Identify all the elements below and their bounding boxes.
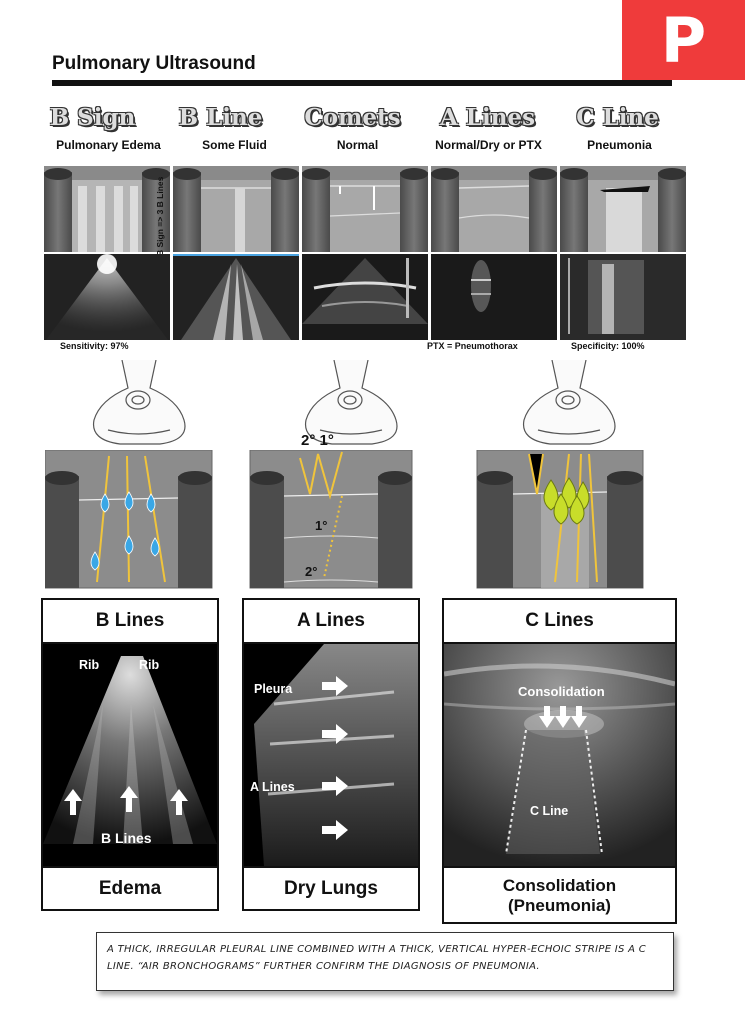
b-sign-vertical-label: B Sign => 3 B Lines bbox=[155, 176, 165, 256]
ultrasound-image-c-lines: Consolidation C Line bbox=[444, 642, 675, 868]
probe-icon-right bbox=[522, 360, 616, 445]
thumb-b-sign bbox=[44, 254, 170, 340]
panel-heading-c-lines: C Lines bbox=[525, 610, 594, 631]
thumb-b-line bbox=[173, 254, 299, 340]
thumb-a-lines bbox=[431, 254, 557, 340]
label-c-line: C Line bbox=[530, 804, 569, 818]
schematic-b-sign bbox=[44, 166, 170, 252]
diagram-b-lines bbox=[45, 450, 213, 589]
footnote-box: A thick, irregular pleural line combined… bbox=[96, 932, 674, 991]
column-heading-a-lines: A Lines bbox=[439, 104, 536, 131]
label-pleura: Pleura bbox=[254, 682, 293, 696]
thumb-c-line bbox=[560, 254, 686, 340]
sensitivity-note: Sensitivity: 97% bbox=[60, 341, 129, 351]
panel-a-lines: A Lines Pleura A Lines Dry Lungs bbox=[242, 598, 420, 911]
ptx-note: PTX = Pneumothorax bbox=[427, 341, 518, 351]
column-heading-comets: Comets bbox=[304, 104, 401, 131]
beam-diagrams-row bbox=[45, 450, 644, 589]
column-sub-some-fluid: Some Fluid bbox=[202, 138, 267, 152]
schematic-b-line bbox=[173, 166, 299, 252]
schematic-a-lines bbox=[431, 166, 557, 252]
title-rule bbox=[52, 80, 672, 86]
thumb-comets bbox=[302, 254, 428, 340]
panel-footer-line-1: Consolidation bbox=[502, 876, 617, 895]
panel-heading-b-lines: B Lines bbox=[95, 610, 165, 631]
label-rib-left: Rib bbox=[79, 658, 100, 672]
panel-b-lines: B Lines Rib Rib B Lines Edema bbox=[41, 598, 219, 911]
label-b-lines: B Lines bbox=[101, 830, 152, 846]
panel-heading-a-lines: A Lines bbox=[297, 610, 365, 631]
probe-icon-center bbox=[304, 360, 398, 445]
diagram-label-top: 2° 1° bbox=[301, 432, 334, 449]
label-rib-right: Rib bbox=[139, 658, 160, 672]
column-sub-normal: Normal bbox=[336, 138, 379, 152]
ultrasound-image-b-lines: Rib Rib B Lines bbox=[43, 642, 217, 868]
column-heading-b-line: B Line bbox=[178, 104, 263, 131]
column-heading-c-line: C Line bbox=[576, 104, 659, 131]
panel-footer-line-2: (Pneumonia) bbox=[508, 896, 611, 916]
panel-footer-edema: Edema bbox=[98, 878, 162, 899]
ultrasound-image-a-lines: Pleura A Lines bbox=[244, 642, 418, 868]
diagram-label-mid: 1° bbox=[315, 518, 328, 533]
page-title: Pulmonary Ultrasound bbox=[52, 53, 256, 74]
column-sub-pulmonary-edema: Pulmonary Edema bbox=[56, 138, 161, 152]
column-sub-normal-dry-ptx: Normal/Dry or PTX bbox=[435, 138, 542, 152]
column-heading-b-sign: B Sign bbox=[49, 104, 136, 131]
panel-c-lines: C Lines Consolidation C Line Consolidati… bbox=[442, 598, 677, 924]
diagram-a-lines bbox=[249, 450, 413, 589]
label-consolidation: Consolidation bbox=[518, 684, 605, 699]
ultrasound-thumbnails-row bbox=[44, 254, 686, 340]
label-a-lines: A Lines bbox=[250, 780, 295, 794]
panel-footer-dry-lungs: Dry Lungs bbox=[284, 878, 378, 899]
schematic-c-line bbox=[560, 166, 686, 252]
section-badge: P bbox=[622, 0, 745, 80]
diagram-label-bottom: 2° bbox=[305, 564, 318, 579]
rib-schematics-row bbox=[44, 166, 686, 252]
probe-icon-left bbox=[92, 360, 186, 445]
schematic-comets bbox=[302, 166, 428, 252]
column-sub-pneumonia: Pneumonia bbox=[587, 138, 652, 152]
diagram-c-line bbox=[476, 450, 644, 589]
panel-footer-consolidation: Consolidation (Pneumonia) bbox=[444, 868, 675, 917]
specificity-note: Specificity: 100% bbox=[571, 341, 645, 351]
probe-row bbox=[92, 360, 616, 445]
